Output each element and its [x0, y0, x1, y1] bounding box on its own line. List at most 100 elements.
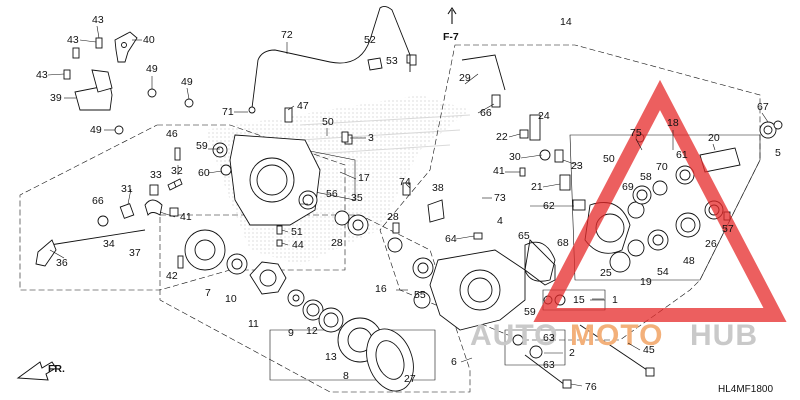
- up-arrow-icon: [447, 7, 457, 24]
- callout: 34: [103, 238, 115, 250]
- callout: 60: [198, 167, 210, 179]
- callout: 74: [399, 176, 411, 188]
- callout: 36: [56, 257, 68, 269]
- callout: 70: [656, 161, 668, 173]
- callout: 29: [459, 72, 471, 84]
- front-arrow-icon: [16, 361, 57, 381]
- callout: 55: [414, 289, 426, 301]
- callout: 23: [571, 160, 583, 172]
- callout: 61: [676, 149, 688, 161]
- callout: 59: [196, 140, 208, 152]
- callout: 43: [36, 69, 48, 81]
- callout: 51: [291, 226, 303, 238]
- callout: 53: [386, 55, 398, 67]
- callout: 66: [480, 107, 492, 119]
- front-case: [174, 107, 353, 226]
- callout: 3: [368, 132, 374, 144]
- callout: 46: [166, 128, 178, 140]
- callout: 12: [306, 325, 318, 337]
- callout: 76: [585, 381, 597, 393]
- callout: 26: [705, 238, 717, 250]
- ref-label: F-7: [443, 31, 459, 43]
- callout: 72: [281, 29, 293, 41]
- callout: 30: [509, 151, 521, 163]
- callout: 5: [775, 147, 781, 159]
- callout: 40: [143, 34, 155, 46]
- callout: 50: [322, 116, 334, 128]
- callout: 37: [129, 247, 141, 259]
- callout: 20: [708, 132, 720, 144]
- callout: 25: [600, 267, 612, 279]
- callout: 38: [432, 182, 444, 194]
- callout: 49: [181, 76, 193, 88]
- callout: 65: [518, 230, 530, 242]
- callout: 14: [560, 16, 572, 28]
- callout: 64: [445, 233, 457, 245]
- warning-triangle-icon: [533, 79, 787, 322]
- callout: 73: [494, 192, 506, 204]
- callout: 4: [497, 215, 503, 227]
- callout: 49: [146, 63, 158, 75]
- callout: 50: [603, 153, 615, 165]
- callout: 66: [92, 195, 104, 207]
- rear-case: [412, 241, 556, 331]
- callout: 47: [297, 100, 309, 112]
- callout: 7: [205, 287, 211, 299]
- callout: 19: [640, 276, 652, 288]
- callout: 67: [757, 101, 769, 113]
- leader-lines: [47, 25, 769, 387]
- watermark-moto: MOTO: [570, 319, 663, 352]
- callout: 27: [404, 373, 416, 385]
- breather-parts: [367, 54, 417, 71]
- callout: 57: [722, 223, 734, 235]
- callout: 1: [612, 294, 618, 306]
- callout: 49: [90, 124, 102, 136]
- callout: 75: [630, 127, 642, 139]
- callout: 35: [351, 192, 363, 204]
- callout: 52: [364, 34, 376, 46]
- automotohub-watermark: AUTO MOTO HUB: [470, 79, 787, 352]
- callout: 41: [493, 165, 505, 177]
- callout: 15: [573, 294, 585, 306]
- callout: 69: [622, 181, 634, 193]
- callout-labels: 43 40 43 43 39 49 49 49 72 52 53 14 29 7…: [36, 14, 781, 393]
- callout: 41: [180, 211, 192, 223]
- callout: 10: [225, 293, 237, 305]
- callout: 56: [326, 188, 338, 200]
- callout: 11: [248, 318, 259, 330]
- callout: 32: [171, 165, 183, 177]
- callout: 39: [50, 92, 62, 104]
- callout: 63: [543, 359, 555, 371]
- callout: 2: [569, 347, 575, 359]
- callout: 16: [375, 283, 387, 295]
- gear-set-left: [177, 229, 414, 392]
- callout: 6: [451, 356, 457, 368]
- callout: 42: [166, 270, 178, 282]
- callout: 59: [524, 306, 536, 318]
- callout: 63: [543, 332, 555, 344]
- bolts-upper-left: [63, 37, 194, 135]
- callout: 43: [92, 14, 104, 26]
- callout: 24: [538, 110, 550, 122]
- watermark-hub: HUB: [690, 319, 758, 352]
- callout: 18: [667, 117, 679, 129]
- front-indicator: FR.: [16, 361, 65, 381]
- bracket-40: [114, 31, 138, 63]
- callout: 9: [288, 327, 294, 339]
- diagram-code: HL4MF1800: [718, 384, 773, 395]
- callout: 58: [640, 171, 652, 183]
- ref-f7: F-7: [443, 7, 459, 43]
- callout: 8: [343, 370, 349, 382]
- callout: 48: [683, 255, 695, 267]
- callout: 71: [222, 106, 234, 118]
- front-label: FR.: [48, 363, 65, 375]
- cover-39: [74, 69, 113, 111]
- callout: 45: [643, 344, 655, 356]
- callout: 31: [121, 183, 133, 195]
- shift-fork-parts: [35, 178, 183, 267]
- callout: 13: [325, 351, 337, 363]
- callout: 28: [331, 237, 343, 249]
- callout: 21: [531, 181, 543, 193]
